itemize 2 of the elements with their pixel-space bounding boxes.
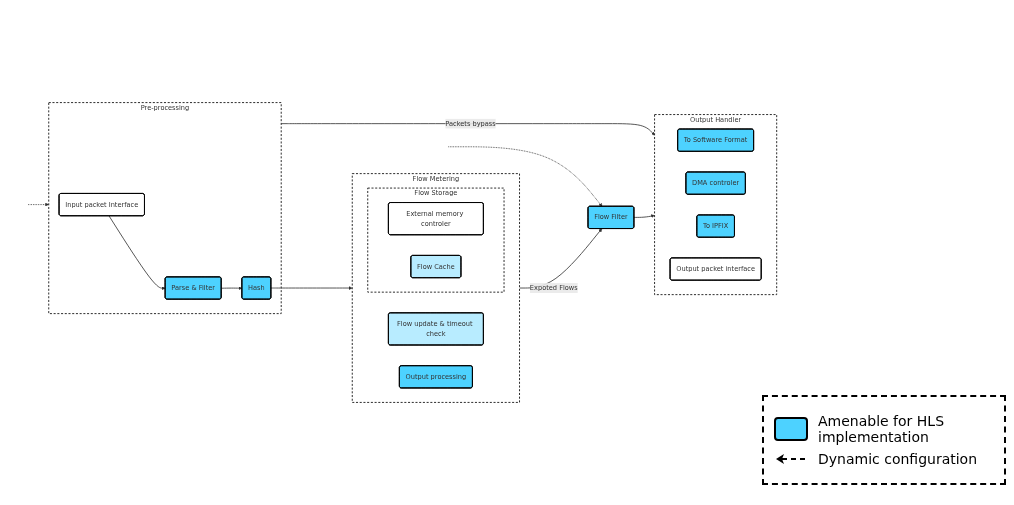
legend-text: Amenable for HLS implementation bbox=[818, 413, 946, 445]
legend-text: Dynamic configuration bbox=[818, 451, 978, 467]
